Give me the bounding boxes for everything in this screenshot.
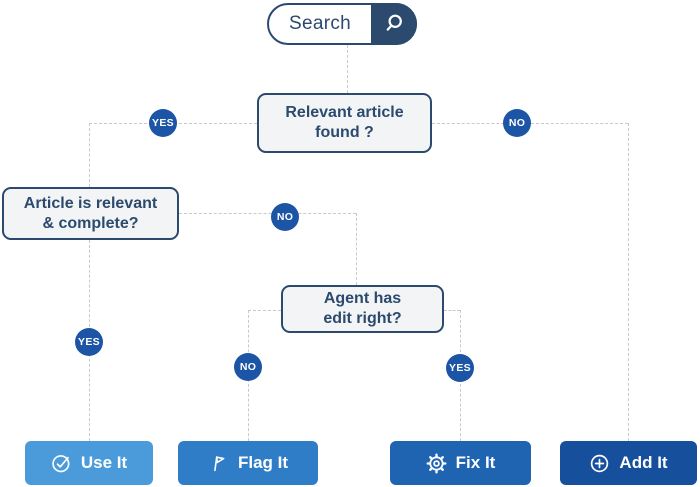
- badge-found-yes: YES: [149, 109, 177, 137]
- search-bar[interactable]: Search: [267, 3, 417, 45]
- connector-search-down: [347, 45, 348, 93]
- magnifier-icon: [386, 14, 402, 31]
- gear-icon: [426, 453, 447, 473]
- use-it-button[interactable]: Use It: [25, 441, 153, 485]
- connector-edit-no-h: [248, 310, 281, 311]
- flag-icon: [214, 455, 225, 471]
- flag-it-button[interactable]: Flag It: [178, 441, 318, 485]
- plus-circle-icon: [591, 454, 609, 472]
- action-label: Use It: [80, 453, 128, 472]
- badge-complete-no: NO: [271, 203, 299, 231]
- badge-edit-no: NO: [234, 353, 262, 381]
- action-label: Add It: [619, 453, 668, 472]
- connector-found-yes-v: [89, 123, 90, 187]
- fix-it-button[interactable]: Fix It: [390, 441, 531, 485]
- decision-article-relevant-complete: Article is relevant & complete?: [2, 187, 179, 240]
- connector-edit-yes-h: [444, 310, 460, 311]
- action-label: Flag It: [237, 453, 289, 472]
- decision-relevant-article-found: Relevant article found ?: [257, 93, 432, 153]
- connector-found-no-v: [628, 123, 629, 441]
- decision-text: Article is relevant & complete?: [23, 194, 158, 232]
- connector-complete-no-v: [356, 213, 357, 285]
- action-label: Fix It: [455, 453, 496, 472]
- add-it-button[interactable]: Add It: [560, 441, 697, 485]
- search-label: Search: [288, 13, 351, 34]
- decision-text: Agent has edit right?: [323, 290, 402, 327]
- check-circle-icon: [52, 454, 70, 472]
- badge-found-no: NO: [503, 109, 531, 137]
- connector-complete-no-h: [179, 213, 356, 214]
- decision-text: Relevant article found ?: [285, 104, 404, 141]
- search-button[interactable]: [371, 3, 417, 45]
- badge-edit-yes: YES: [446, 354, 474, 382]
- decision-agent-has-edit-right: Agent has edit right?: [281, 285, 444, 333]
- badge-complete-yes: YES: [75, 328, 103, 356]
